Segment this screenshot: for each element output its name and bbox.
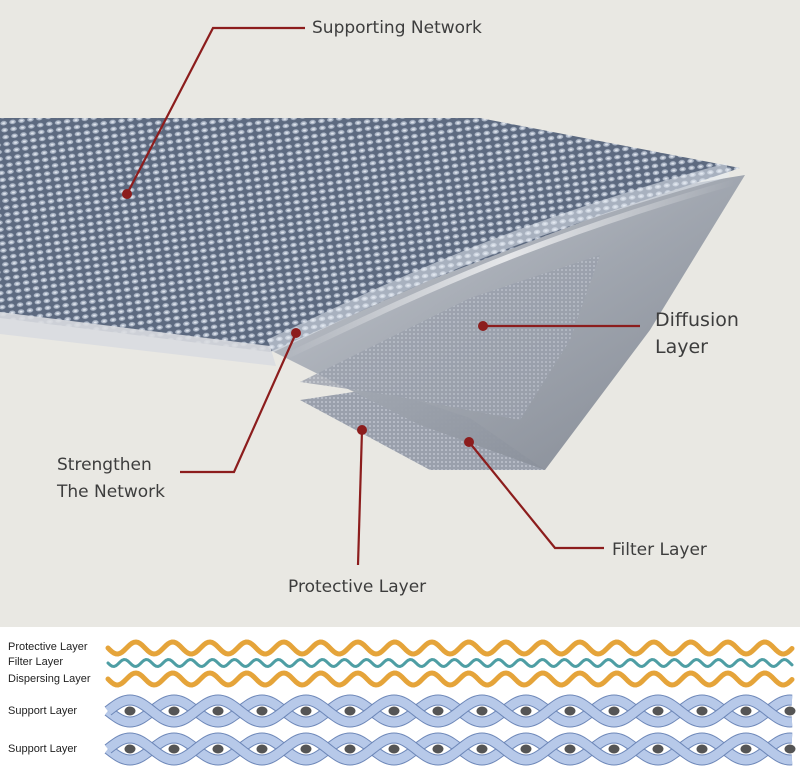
support-weave-eye <box>608 744 620 754</box>
support-weave-eye <box>212 744 224 754</box>
support-weave-eye <box>344 744 356 754</box>
diffusion-layer-sheet <box>300 255 600 420</box>
legend-label-support-1: Support Layer <box>8 705 78 717</box>
support-weave-eye <box>520 706 532 716</box>
support-weave-eye <box>124 744 136 754</box>
support-weave-eye <box>564 706 576 716</box>
leader-strengthen <box>180 332 298 474</box>
support-weave-eye <box>476 706 488 716</box>
label-diffusion-layer-line2: Layer <box>655 336 708 358</box>
label-filter-layer: Filter Layer <box>612 540 707 560</box>
support-weave-eye <box>256 744 268 754</box>
support-weave-eye <box>432 744 444 754</box>
dispersing-layer-wave <box>105 670 795 688</box>
strengthen-seam <box>267 163 730 353</box>
leader-filter <box>468 441 604 550</box>
label-diffusion-layer-line1: Diffusion <box>655 309 739 331</box>
strengthen-seam-highlight <box>276 179 736 363</box>
leader-dots <box>122 189 488 447</box>
layer-wave-diagram <box>104 639 796 766</box>
legend-label-protective: Protective Layer <box>8 641 88 653</box>
legend-label-filter: Filter Layer <box>8 656 64 668</box>
support-layer-weave-1 <box>104 694 796 728</box>
label-strengthen-line1: Strengthen <box>57 455 152 475</box>
support-weave-eye <box>124 706 136 716</box>
support-weave-eye <box>212 706 224 716</box>
support-weave-eye <box>652 744 664 754</box>
protective-layer-sheet <box>300 388 545 470</box>
leader-supporting-network <box>126 26 305 195</box>
filter-mesh-illustration <box>0 26 745 566</box>
support-weave-eye <box>652 706 664 716</box>
layer-legend-panel: Protective Layer Filter Layer Dispersing… <box>0 627 800 781</box>
support-weave-eye <box>300 706 312 716</box>
legend-label-dispersing: Dispersing Layer <box>8 673 91 685</box>
legend-label-support-2: Support Layer <box>8 743 78 755</box>
leader-lines <box>126 26 640 566</box>
leader-protective <box>356 429 364 566</box>
support-weave-eye <box>476 744 488 754</box>
support-weave-eye <box>784 744 796 754</box>
support-wire <box>105 695 793 727</box>
support-wire <box>105 733 793 765</box>
protective-layer-wave <box>105 639 795 657</box>
support-weave-eye <box>696 706 708 716</box>
support-weave-eye <box>168 744 180 754</box>
support-weave-eye <box>740 744 752 754</box>
label-supporting-network: Supporting Network <box>312 18 482 38</box>
label-strengthen-line2: The Network <box>57 482 166 502</box>
label-protective-layer: Protective Layer <box>288 577 427 597</box>
mesh-edge <box>0 312 276 366</box>
filter-layer-wave <box>106 657 794 669</box>
support-weave-eye <box>168 706 180 716</box>
supporting-network-mesh <box>0 118 740 352</box>
support-weave-eye <box>520 744 532 754</box>
support-weave-eye <box>740 706 752 716</box>
support-weave-eye <box>300 744 312 754</box>
support-weave-eye <box>344 706 356 716</box>
support-weave-eye <box>432 706 444 716</box>
support-weave-eye <box>608 706 620 716</box>
support-weave-eye <box>696 744 708 754</box>
support-weave-eye <box>256 706 268 716</box>
support-weave-eye <box>388 706 400 716</box>
support-weave-eye <box>564 744 576 754</box>
support-weave-eye <box>388 744 400 754</box>
support-weave-eye <box>784 706 796 716</box>
support-layer-weave-2 <box>104 732 796 766</box>
